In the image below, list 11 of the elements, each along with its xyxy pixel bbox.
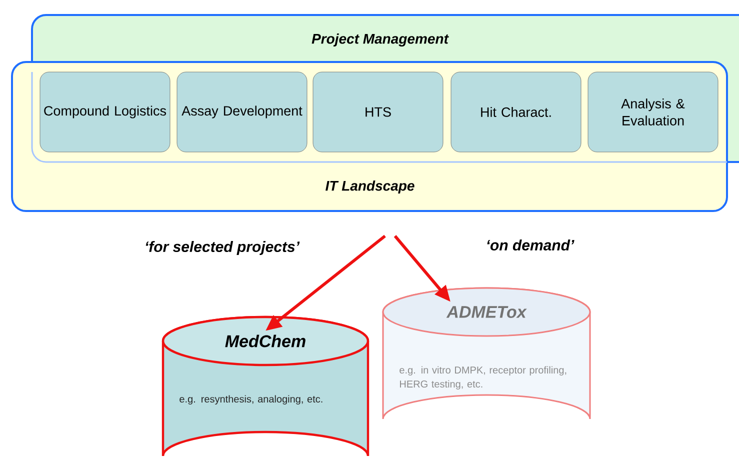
database-cylinder: MedChem e.g. resynthesis, analoging, etc. <box>162 316 370 458</box>
database-cylinder: ADMETox e.g. in vitro DMPK, receptor profiling, HERG testing, etc. <box>382 287 591 420</box>
step-box: HTS <box>312 72 444 152</box>
step-box: Hit Charact. <box>450 72 582 152</box>
group-title: Project Management <box>312 33 449 47</box>
group-title: IT Landscape <box>326 180 414 194</box>
step-box: Analysis & Evaluation <box>588 72 718 152</box>
edge-label: ‘on demand’ <box>484 238 576 252</box>
edge-label: ‘for selected projects’ <box>143 240 301 256</box>
step-box: Compound Logistics <box>40 72 170 152</box>
step-box: Assay Development <box>176 72 308 152</box>
